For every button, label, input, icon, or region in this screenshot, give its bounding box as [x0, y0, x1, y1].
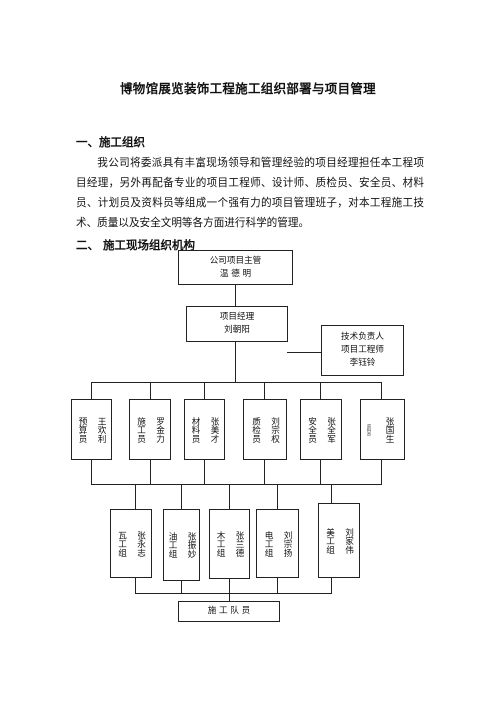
paragraph-text: 我公司将委派具有丰富现场领导和管理经验的项目经理担任本工程项目经理，另外再配备专…	[76, 157, 424, 229]
section-heading-site-org: 二、 施工现场组织机构	[76, 238, 196, 252]
org-box-role: 资料员 张国生	[360, 399, 405, 460]
crew-team: 瓦工组	[116, 530, 127, 557]
crew-team: 电工组	[263, 530, 273, 557]
document-title: 博物馆展览装饰工程施工组织部署与项目管理	[119, 81, 376, 96]
org-box-technical-lead: 技术负责人 项目工程师 李钰铃	[321, 325, 404, 376]
connector	[381, 459, 382, 484]
crew-team: 美工组	[324, 527, 335, 554]
role-title: 安全员	[306, 416, 317, 443]
role-title: 施工员	[135, 416, 146, 443]
org-box-role: 材料员张美才	[184, 399, 225, 460]
connector	[235, 284, 236, 307]
org-box-company-supervisor: 公司项目主管 温 德 明	[178, 250, 293, 285]
connector	[204, 459, 205, 484]
connector	[135, 593, 332, 594]
role-title: 预算员	[77, 416, 87, 443]
role-title: 资料员	[367, 423, 372, 436]
box-line: 项目工程师	[341, 345, 384, 355]
person-name: 张振妙	[186, 532, 196, 558]
org-box-role: 安全员张全军	[300, 399, 342, 460]
role-title: 材料员	[190, 416, 200, 443]
person-name: 张兰德	[234, 531, 244, 557]
connector	[287, 352, 321, 353]
box-line: 公司项目主管	[209, 255, 262, 266]
person-name: 张美才	[209, 416, 219, 443]
connector	[135, 484, 136, 509]
connector	[91, 382, 382, 383]
connector	[331, 484, 332, 503]
connector	[264, 382, 265, 400]
org-box-role: 质检员刘宗权	[243, 399, 287, 460]
person-name: 罗金力	[154, 416, 165, 443]
connector	[320, 382, 321, 400]
crew-team: 油工组	[167, 532, 177, 558]
connector	[381, 382, 382, 400]
crew-team: 木工组	[215, 531, 225, 557]
org-box-crew: 美工组刘家伟	[318, 503, 360, 578]
connector	[91, 459, 92, 484]
box-line: 刘朝阳	[224, 325, 250, 335]
person-name: 王欢利	[96, 416, 106, 443]
connector	[181, 580, 182, 593]
section-heading-construction-org: 一、施工组织	[76, 135, 145, 149]
org-box-crew: 油工组张振妙	[163, 509, 200, 581]
section-paragraph: 我公司将委派具有丰富现场领导和管理经验的项目经理担任本工程项目经理，另外再配备专…	[76, 153, 424, 233]
person-name: 张国生	[384, 416, 394, 443]
box-line: 项目经理	[219, 312, 255, 322]
connector	[229, 484, 230, 509]
person-name: 张永志	[135, 530, 146, 557]
connector	[320, 459, 321, 484]
connector	[91, 382, 92, 400]
connector	[264, 459, 265, 484]
org-box-workers: 施 工 队 员	[178, 601, 280, 622]
connector	[229, 578, 230, 601]
role-title: 质检员	[250, 416, 261, 443]
org-box-crew: 电工组刘宗扬	[256, 509, 299, 578]
person-name: 刘家伟	[343, 527, 354, 554]
connector	[277, 577, 278, 593]
box-line: 温 德 明	[219, 268, 252, 279]
box-line: 施 工 队 员	[207, 606, 251, 616]
connector	[150, 382, 151, 400]
org-box-role: 施工员罗金力	[129, 399, 171, 460]
connector	[181, 484, 182, 509]
box-line: 技术负责人	[341, 332, 384, 342]
org-box-project-manager: 项目经理 刘朝阳	[186, 306, 288, 342]
connector	[204, 382, 205, 400]
org-box-crew: 瓦工组张永志	[110, 509, 152, 578]
connector	[135, 577, 136, 593]
connector	[331, 577, 332, 593]
box-line: 李钰铃	[349, 358, 376, 368]
org-box-crew: 木工组张兰德	[209, 509, 250, 579]
person-name: 张全军	[325, 416, 336, 443]
person-name: 刘宗扬	[282, 530, 292, 557]
org-box-role: 预算员王欢利	[71, 399, 112, 460]
connector	[277, 484, 278, 509]
person-name: 刘宗权	[269, 416, 280, 443]
connector	[150, 459, 151, 484]
connector	[91, 484, 382, 485]
connector	[235, 341, 236, 382]
